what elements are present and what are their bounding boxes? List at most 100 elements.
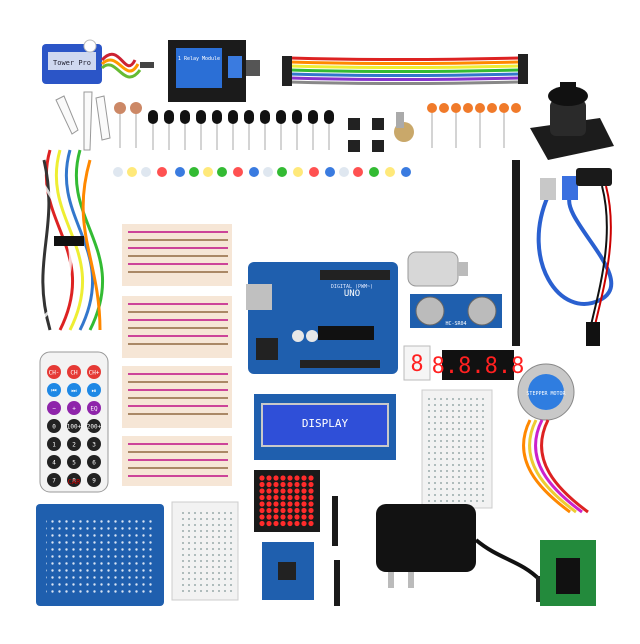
remote-button-label: CH+ <box>89 370 100 377</box>
matrix-led <box>259 507 265 514</box>
matrix-led <box>294 507 300 514</box>
matrix-led <box>266 520 272 527</box>
matrix-led <box>259 481 265 488</box>
arduino-uno-board: UNO DIGITAL (PWM~) <box>246 262 398 374</box>
remote-button <box>87 473 101 487</box>
arduino-label: UNO <box>344 289 360 299</box>
remote-button <box>47 437 61 451</box>
gyro-sensor-module <box>262 542 314 600</box>
matrix-led <box>259 475 265 481</box>
remote-button-label: 200+ <box>87 424 102 431</box>
remote-button-label: 1 <box>52 442 56 449</box>
matrix-led <box>266 488 272 494</box>
matrix-led <box>280 488 286 494</box>
remote-button-label: 0 <box>52 424 56 431</box>
remote-button <box>67 401 81 415</box>
power-adapter <box>376 504 546 602</box>
matrix-led <box>259 514 265 520</box>
remote-button <box>87 419 101 433</box>
matrix-led <box>301 507 307 514</box>
matrix-led <box>259 501 265 507</box>
lcd-text: DISPLAY <box>302 417 349 430</box>
servo-horns <box>55 91 111 151</box>
seven-segment-single: 8 <box>403 345 431 381</box>
resistor-block-3 <box>122 366 232 428</box>
ultrasonic-label: HC-SR04 <box>445 321 466 327</box>
remote-button <box>47 455 61 469</box>
matrix-led <box>301 481 307 488</box>
remote-button-label: 7 <box>52 478 56 485</box>
matrix-led <box>294 475 300 481</box>
remote-button-label: + <box>72 406 76 413</box>
remote-button-label: 5 <box>72 460 76 467</box>
servo-brand: Tower Pro <box>53 59 91 67</box>
matrix-led <box>273 501 279 507</box>
remote-button-label: 6 <box>92 460 96 467</box>
matrix-led <box>287 514 293 520</box>
remote-button <box>67 383 81 397</box>
matrix-led <box>280 520 286 527</box>
remote-button-label: 4 <box>52 460 56 467</box>
matrix-led <box>273 520 279 527</box>
relay-module: 1 Relay Module <box>168 40 260 102</box>
remote-button-label: EQ <box>90 406 98 413</box>
remote-button <box>67 455 81 469</box>
matrix-led <box>287 520 293 527</box>
remote-button-label: 3 <box>92 442 96 449</box>
jumper-wire-bundle <box>38 149 104 331</box>
remote-button <box>87 365 101 379</box>
matrix-led <box>294 488 300 494</box>
arduino-sublabel: DIGITAL (PWM~) <box>331 284 373 290</box>
remote-button <box>67 437 81 451</box>
matrix-led <box>266 514 272 520</box>
transistor-row <box>148 110 334 150</box>
stepper-driver-board <box>540 540 596 606</box>
matrix-led <box>301 514 307 520</box>
matrix-led <box>280 494 286 501</box>
seven-segment-quad: 8.8.8.8 <box>432 350 524 380</box>
battery-clip <box>576 168 612 346</box>
remote-button <box>47 365 61 379</box>
photoresistors <box>114 102 142 148</box>
matrix-led <box>280 475 286 481</box>
resistor-block-2 <box>122 296 232 358</box>
resistor-block-4 <box>122 436 232 486</box>
remote-button <box>47 473 61 487</box>
matrix-led <box>301 475 307 481</box>
matrix-led <box>308 488 314 494</box>
matrix-led <box>294 514 300 520</box>
matrix-led <box>287 501 293 507</box>
breadboard-mini <box>171 501 239 601</box>
remote-button-label: − <box>52 406 56 413</box>
matrix-led <box>308 475 314 481</box>
breadboard-large <box>421 389 493 509</box>
relay-label: 1 Relay Module <box>178 56 220 62</box>
stepper-motor: STEPPER MOTOR <box>517 363 589 514</box>
remote-button <box>67 473 81 487</box>
matrix-led <box>294 520 300 527</box>
remote-button-label: CH- <box>49 370 60 377</box>
matrix-led <box>308 501 314 507</box>
matrix-led <box>301 494 307 501</box>
matrix-led <box>301 488 307 494</box>
matrix-led <box>280 507 286 514</box>
matrix-led <box>266 481 272 488</box>
matrix-led <box>266 475 272 481</box>
matrix-led <box>308 507 314 514</box>
dc-motor <box>407 251 468 287</box>
joystick-module <box>530 82 614 160</box>
matrix-led <box>273 488 279 494</box>
push-buttons <box>348 118 384 152</box>
matrix-led <box>308 481 314 488</box>
servo-motor: Tower Pro <box>42 39 154 84</box>
proto-shield <box>36 504 164 606</box>
potentiometer <box>394 112 414 142</box>
remote-button-label: 8 <box>72 478 76 485</box>
remote-button <box>67 365 81 379</box>
matrix-led <box>280 481 286 488</box>
matrix-led <box>273 507 279 514</box>
matrix-led <box>280 514 286 520</box>
matrix-led <box>294 501 300 507</box>
